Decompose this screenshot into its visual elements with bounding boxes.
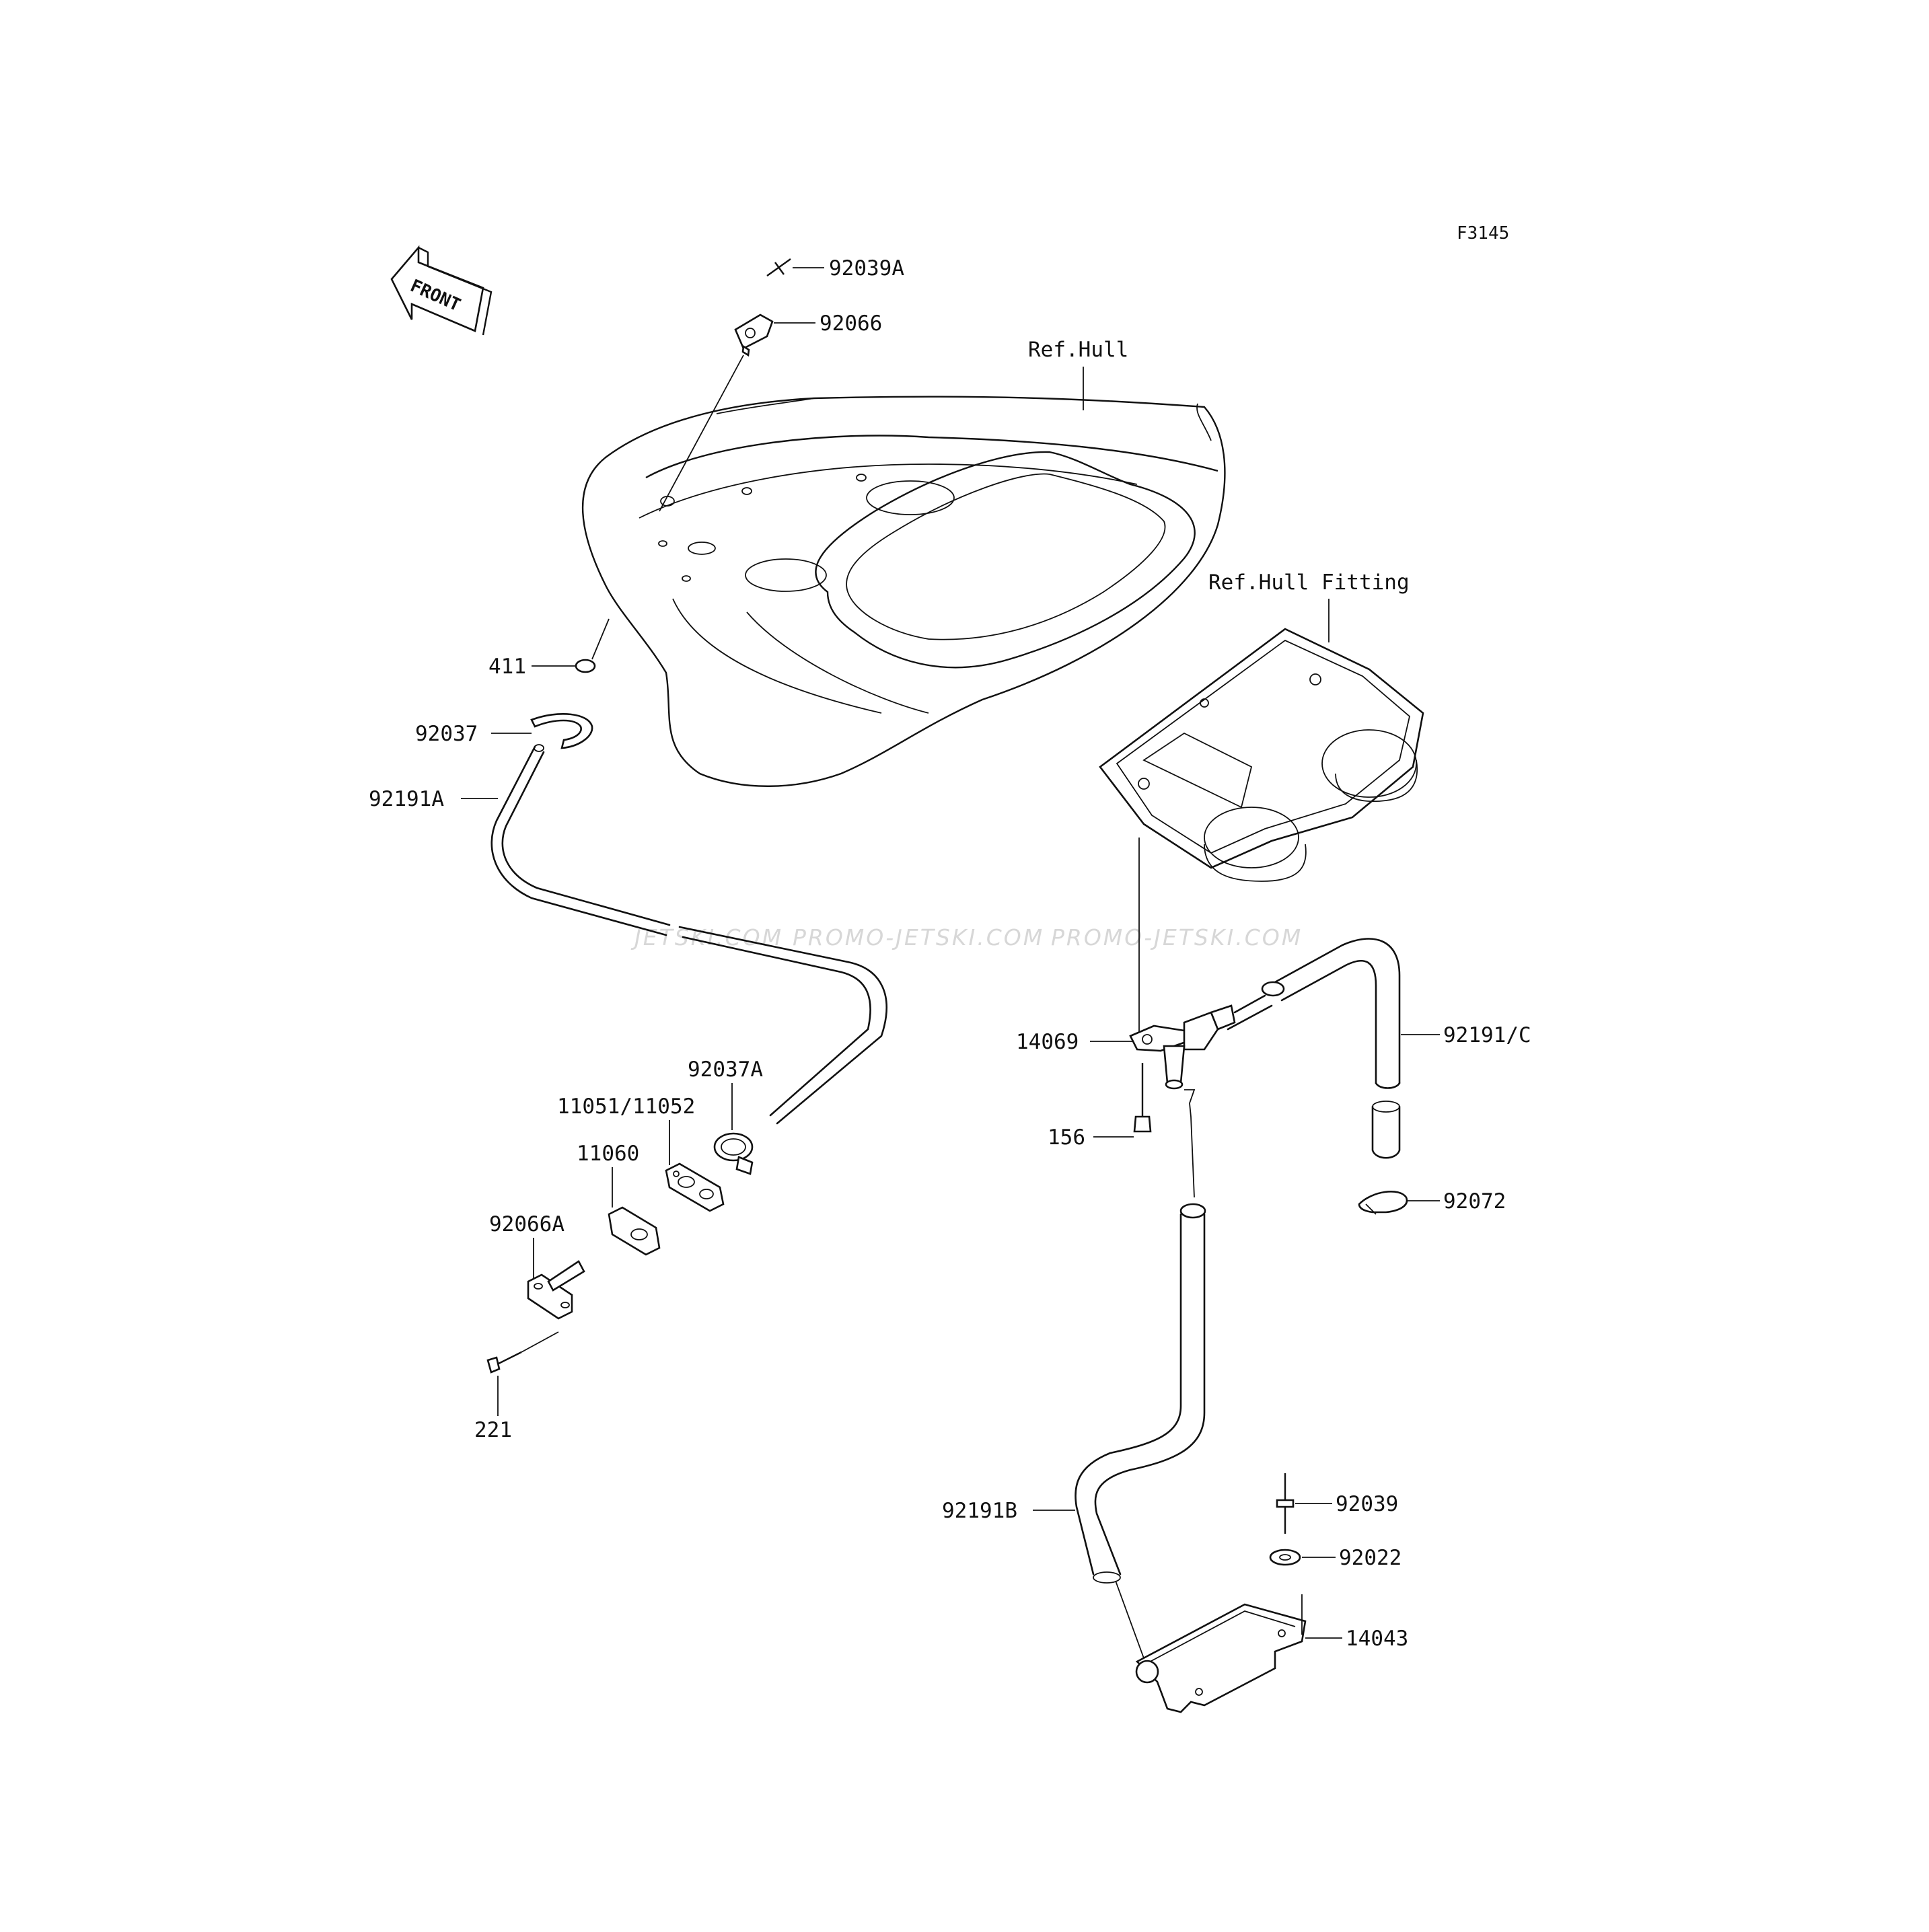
callout-92039: 92039	[1336, 1492, 1398, 1516]
hose-clamp-icon	[713, 1132, 754, 1175]
callout-11060: 11060	[577, 1142, 639, 1166]
elbow-fitting-icon	[1129, 1004, 1236, 1090]
hull-drawing	[581, 396, 1226, 787]
pin-icon	[766, 258, 791, 276]
callout-92191B: 92191B	[942, 1499, 1017, 1523]
clamp-icon	[1358, 1190, 1408, 1215]
callout-92039A: 92039A	[829, 256, 904, 281]
hull-fitting-drawing	[1099, 628, 1424, 882]
watermark-text: PROMO-JETSKI.COM	[1051, 924, 1303, 951]
callout-11051-11052: 11051/11052	[557, 1094, 695, 1119]
callout-92066A: 92066A	[489, 1212, 565, 1236]
washer-icon	[1269, 1549, 1301, 1566]
bolt-icon	[1133, 1063, 1152, 1133]
nut-icon	[575, 659, 596, 673]
callout-411: 411	[488, 655, 526, 679]
hose-92191C	[1227, 938, 1401, 1159]
flange-plate-icon	[665, 1162, 725, 1212]
gasket-icon	[608, 1206, 661, 1256]
callout-92072: 92072	[1443, 1189, 1506, 1214]
front-arrow-icon: FRONT	[390, 245, 493, 336]
pin-icon	[1276, 1473, 1295, 1534]
hose-fitting-icon	[527, 1260, 585, 1320]
callout-92037: 92037	[415, 722, 478, 746]
callout-221: 221	[474, 1418, 512, 1442]
hose-92191A	[490, 744, 887, 1125]
callout-92066: 92066	[820, 311, 882, 336]
hose-92191B	[1075, 1203, 1206, 1584]
plate-icon	[1135, 1603, 1307, 1713]
callout-92191A: 92191A	[369, 787, 444, 811]
callout-156: 156	[1048, 1125, 1085, 1150]
clamp-icon	[530, 713, 593, 749]
grommet-icon	[734, 313, 774, 357]
callout-14069: 14069	[1016, 1030, 1079, 1054]
callout-ref-hull-fitting: Ref.Hull Fitting	[1208, 570, 1410, 595]
callout-ref-hull: Ref.Hull	[1028, 338, 1128, 362]
callout-92037A: 92037A	[688, 1057, 763, 1082]
watermark-text: PROMO-JETSKI.COM	[793, 924, 1044, 951]
screw-icon	[486, 1351, 522, 1374]
callout-92191C: 92191/C	[1443, 1023, 1531, 1047]
callout-14043: 14043	[1346, 1627, 1408, 1651]
watermark-text: JETSKI.COM	[630, 924, 783, 951]
watermark: JETSKI.COM PROMO-JETSKI.COM PROMO-JETSKI…	[630, 924, 1303, 951]
callout-92022: 92022	[1339, 1546, 1402, 1570]
figure-code: F3145	[1457, 223, 1509, 244]
